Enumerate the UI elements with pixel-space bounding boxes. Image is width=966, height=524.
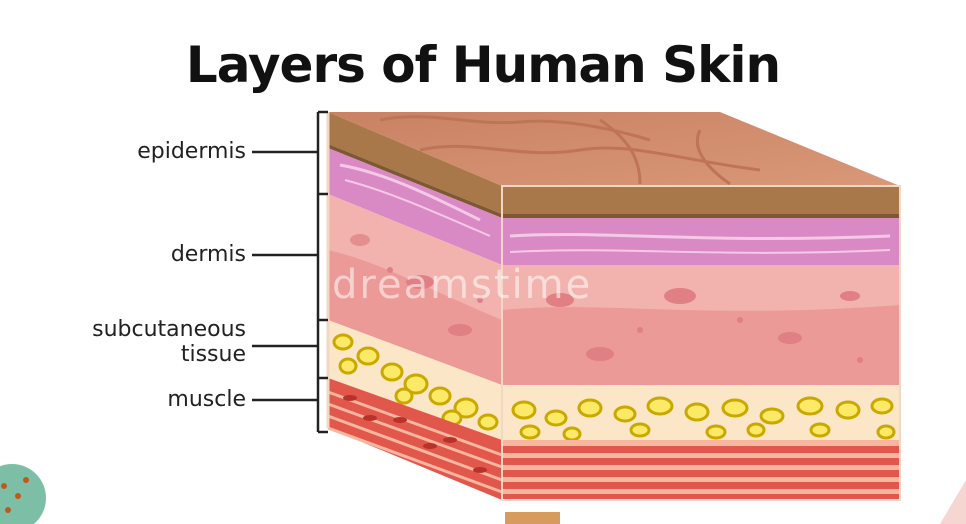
label-subcutaneous-tissue: tissue bbox=[180, 342, 246, 367]
front-dermis-purple bbox=[502, 218, 900, 265]
front-epidermis-band bbox=[502, 186, 900, 214]
decor-blob-left bbox=[0, 464, 46, 524]
label-bracket bbox=[316, 110, 328, 434]
leader-lines bbox=[252, 150, 318, 402]
skin-top-surface bbox=[328, 112, 900, 186]
label-muscle: muscle bbox=[167, 387, 246, 412]
watermark: dreamstime bbox=[332, 262, 593, 308]
diagram-title: Layers of Human Skin bbox=[185, 36, 781, 94]
left-dermis-purple bbox=[328, 148, 502, 265]
front-face bbox=[501, 185, 901, 501]
left-face bbox=[326, 112, 503, 500]
label-subcutaneous: subcutaneous bbox=[92, 317, 246, 342]
label-dermis: dermis bbox=[170, 242, 246, 267]
left-epidermis-band bbox=[328, 112, 502, 214]
decor-shape-bottom bbox=[505, 512, 560, 524]
decor-shape-right bbox=[940, 480, 966, 524]
label-epidermis: epidermis bbox=[137, 139, 246, 164]
